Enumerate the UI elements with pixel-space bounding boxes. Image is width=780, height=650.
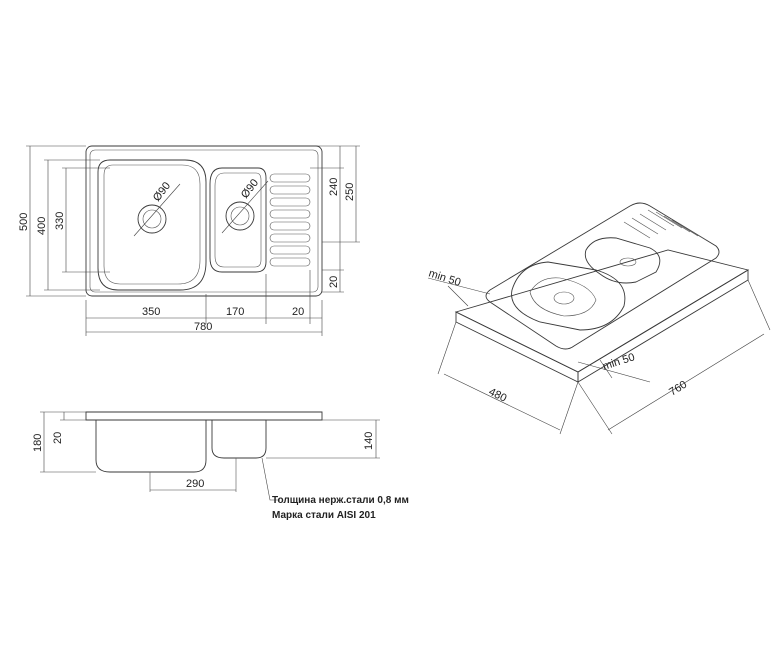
drain-depth-dim: 250 xyxy=(344,183,356,201)
inner-depth-dim: 330 xyxy=(54,212,66,230)
large-bowl-inner xyxy=(103,164,201,285)
drain-offset-dim: 290 xyxy=(186,478,204,490)
side-large-bowl xyxy=(95,420,207,473)
side-rim xyxy=(85,411,323,421)
cabinet-depth-dim: 480 xyxy=(487,386,509,405)
small-bowl-width-dim: 170 xyxy=(226,306,244,318)
small-drain-outer xyxy=(225,201,255,231)
rim-dim: 20 xyxy=(52,432,64,444)
iso-small-bowl xyxy=(584,237,661,284)
iso-main-drain xyxy=(553,291,575,305)
right-margin-dim: 20 xyxy=(292,306,304,318)
small-bowl xyxy=(209,167,267,273)
small-drain-diameter: Ø90 xyxy=(239,177,261,201)
iso-small-drain xyxy=(619,257,637,267)
large-bowl xyxy=(97,159,207,291)
iso-view: min 50 480 min 50 760 xyxy=(427,202,771,435)
main-drain-outer xyxy=(137,204,167,234)
bowl-width-dim: 350 xyxy=(142,306,160,318)
min-top-dim: min 50 xyxy=(427,267,462,289)
sink-inner-rim xyxy=(89,149,319,293)
small-bowl-inner xyxy=(214,172,262,268)
bowl-depth-dim: 400 xyxy=(36,217,48,235)
iso-large-bowl xyxy=(511,261,626,331)
small-depth-dim: 240 xyxy=(328,178,340,196)
small-height-dim: 140 xyxy=(363,432,375,450)
countertop-top xyxy=(454,249,750,373)
steel-grade-note: Марка стали AISI 201 xyxy=(272,510,376,521)
small-drain-inner xyxy=(230,206,250,226)
side-view: 290 180 20 140 Толщина нерж.стали 0,8 мм… xyxy=(32,411,409,521)
drainboard-ribs xyxy=(269,173,311,267)
steel-thickness-note: Толщина нерж.стали 0,8 мм xyxy=(272,495,409,506)
bottom-margin-dim: 20 xyxy=(328,276,340,288)
sink-outline xyxy=(85,145,323,297)
side-small-bowl xyxy=(211,420,267,459)
total-height-dim: 180 xyxy=(32,434,44,452)
overall-depth-dim: 500 xyxy=(18,213,30,231)
overall-width-dim: 780 xyxy=(194,321,212,333)
top-view: Ø90 Ø90 350 170 20 780 xyxy=(18,145,360,336)
iso-drainboard-ribs xyxy=(623,209,707,241)
iso-sink-rim xyxy=(485,202,720,350)
main-drain-diameter: Ø90 xyxy=(151,180,173,204)
main-drain-inner xyxy=(142,209,162,229)
cabinet-width-dim: 760 xyxy=(667,379,689,399)
countertop-front xyxy=(455,311,579,383)
